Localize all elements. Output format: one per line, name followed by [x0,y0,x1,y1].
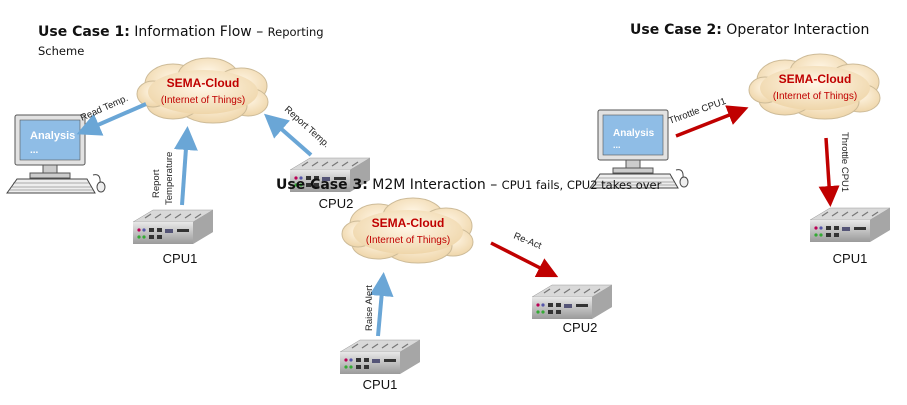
read-temp-arrow [76,102,147,136]
report-temperature-arrow [173,126,198,206]
cpu1-device [809,207,891,243]
monitor-label: Analysis [613,128,655,139]
read-temp-label: Read Temp. [79,93,130,124]
cloud-subtitle: (Internet of Things) [773,91,857,102]
react-label: Re-Act [512,231,543,252]
use-case-1: Use Case 1: Information Flow – Reporting… [6,24,371,266]
embedded-pc-icon [531,284,613,320]
throttle-arrow-2 [818,137,840,207]
raise-alert-arrow [369,272,394,337]
throttle-label-2: Throttle CPU1 [839,132,850,192]
use-case-2: Use Case 2: Operator Interaction SEMA-Cl… [589,22,891,266]
cloud-title: SEMA-Cloud [167,76,240,90]
report-temperature-label-2: Temperature [164,152,175,205]
sema-cloud-3: SEMA-Cloud (Internet of Things) [341,197,474,264]
throttle-label-1: Throttle CPU1 [667,96,727,127]
use-case-3-title: Use Case 3: M2M Interaction – CPU1 fails… [276,177,662,193]
cloud-icon [748,53,881,120]
cloud-icon [136,57,269,124]
analysis-workstation-1: Analysis ... [6,114,106,194]
cpu2-device [531,284,613,320]
raise-alert-label: Raise Alert [364,285,375,331]
report-temp-arrow [263,113,313,157]
throttle-arrow-1 [675,105,749,138]
cpu2-label: CPU2 [319,196,354,211]
cpu1-label: CPU1 [163,251,198,266]
cpu2-label: CPU2 [563,320,598,335]
cloud-subtitle: (Internet of Things) [161,95,245,106]
report-temperature-label-1: Report [151,169,162,198]
use-case-1-subtitle: Scheme [38,44,84,58]
embedded-pc-icon [339,339,421,375]
monitor-label: Analysis [30,130,75,142]
use-case-2-title: Use Case 2: Operator Interaction [630,22,869,38]
cloud-icon [341,197,474,264]
use-case-1-title: Use Case 1: Information Flow – Reporting [38,24,324,40]
report-temp-label: Report Temp. [282,104,332,150]
analysis-workstation-2: Analysis ... [589,109,689,189]
cpu1-label: CPU1 [833,251,868,266]
react-arrow [490,241,559,278]
cpu1-device [132,209,214,245]
monitor-ellipsis: ... [613,140,621,150]
cloud-title: SEMA-Cloud [779,72,852,86]
embedded-pc-icon [809,207,891,243]
sema-cloud-1: SEMA-Cloud (Internet of Things) [136,57,269,124]
monitor-ellipsis: ... [30,145,39,156]
cpu1-label: CPU1 [363,377,398,392]
cloud-subtitle: (Internet of Things) [366,235,450,246]
cpu1-device [339,339,421,375]
embedded-pc-icon [132,209,214,245]
sema-cloud-2: SEMA-Cloud (Internet of Things) [748,53,881,120]
cloud-title: SEMA-Cloud [372,216,445,230]
